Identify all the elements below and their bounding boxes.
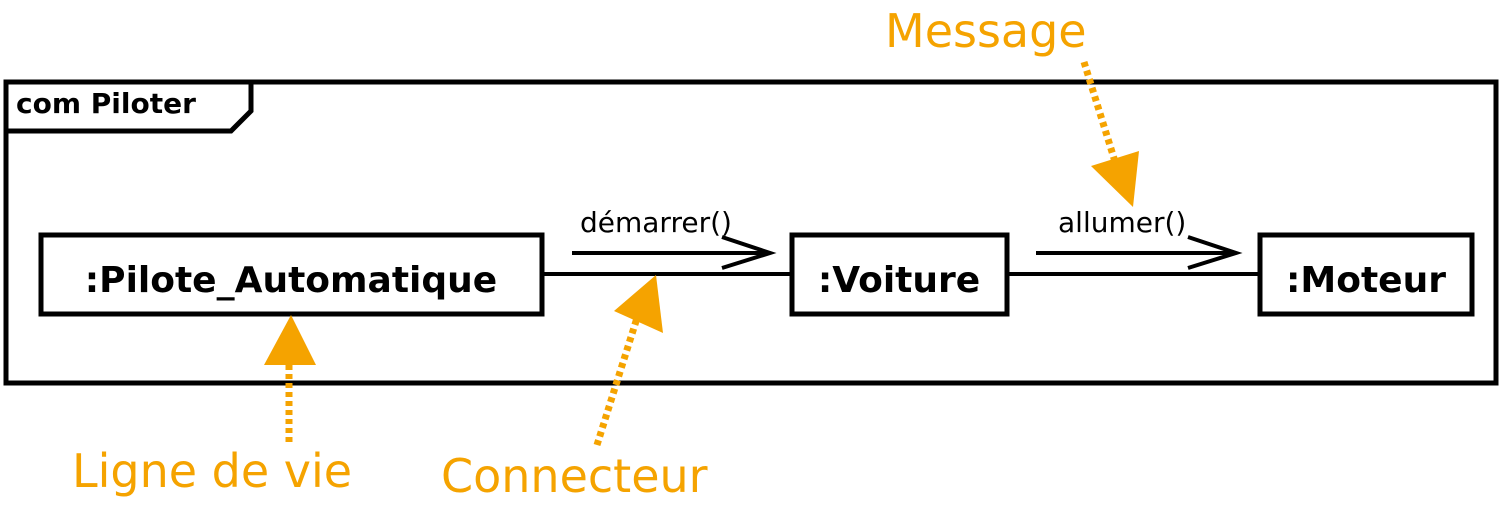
lifeline-pilote-automatique[interactable]: :Pilote_Automatique <box>38 232 545 317</box>
annotation-label: Connecteur <box>441 449 708 503</box>
lifeline-moteur[interactable]: :Moteur <box>1257 232 1475 317</box>
annotation-dotted-line <box>593 316 641 447</box>
lifeline-label: :Voiture <box>818 260 980 301</box>
annotation-label: Ligne de vie <box>72 444 352 498</box>
annotation-dotted-line <box>1080 60 1121 170</box>
diagram-frame: com Piloter <box>3 79 1499 386</box>
frame-border <box>3 79 1499 386</box>
lifeline-label: :Pilote_Automatique <box>85 260 497 301</box>
annotation-connector: Connecteur <box>441 275 708 503</box>
annotation-arrow-icon <box>1091 151 1139 207</box>
message-allumer: allumer() <box>1036 206 1243 270</box>
lifeline-box <box>38 232 545 317</box>
open-arrowhead-icon <box>1187 235 1243 270</box>
lifeline-voiture[interactable]: :Voiture <box>789 232 1010 317</box>
annotation-label: Message <box>885 4 1087 58</box>
open-arrowhead-icon <box>721 235 777 270</box>
frame-title-tab <box>6 82 254 134</box>
message-label: allumer() <box>1058 206 1186 239</box>
lifeline-label: :Moteur <box>1286 260 1446 301</box>
annotation-arrow-icon <box>264 315 316 365</box>
annotation-lifeline: Ligne de vie <box>72 315 352 498</box>
annotation-arrow-icon <box>614 275 663 333</box>
frame-title: com Piloter <box>16 87 196 120</box>
annotation-message: Message <box>885 4 1139 207</box>
lifeline-box <box>1257 232 1475 317</box>
message-label: démarrer() <box>580 206 732 239</box>
message-demarrer: démarrer() <box>572 206 777 270</box>
lifeline-box <box>789 232 1010 317</box>
